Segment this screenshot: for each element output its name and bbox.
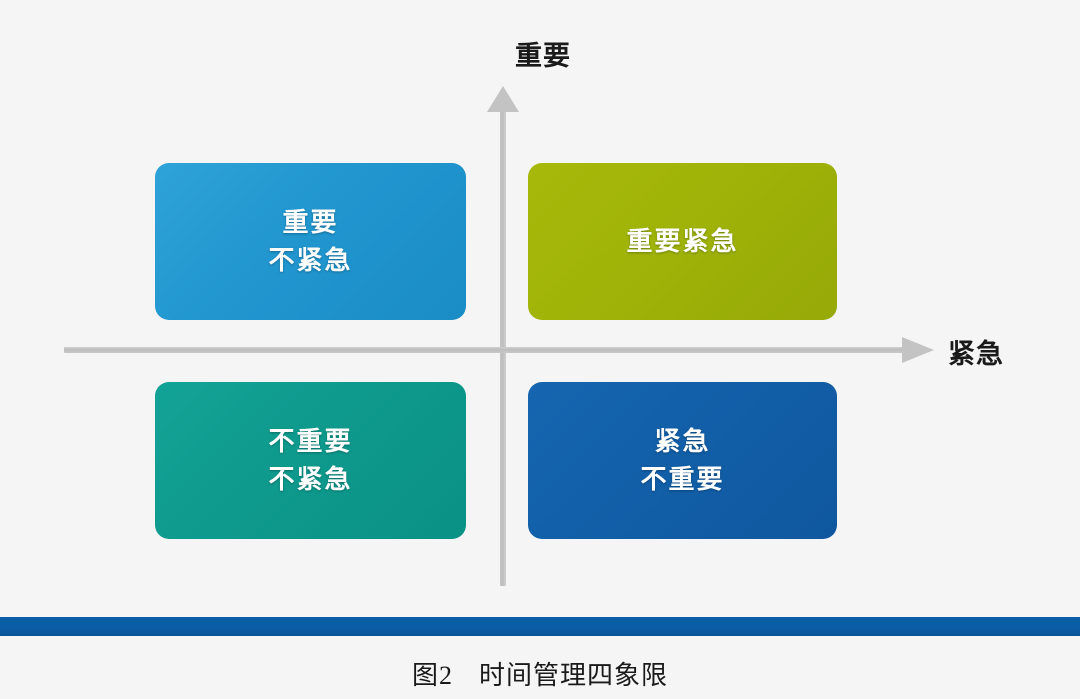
quadrant-label-line2: 不重要 [640,463,725,494]
vertical-axis-arrow-icon [487,86,519,112]
figure-caption: 图2 时间管理四象限 [0,655,1080,692]
quadrant-not-important-not-urgent[interactable]: 不重要 不紧急 [155,382,477,545]
quadrant-label-line1: 不重要 [268,425,353,456]
quadrant-label-line1: 重要紧急 [626,225,739,256]
footer-accent-bar [0,617,1080,636]
quadrant-label-line1: 重要 [282,206,339,237]
horizontal-axis-arrow-icon [902,337,934,363]
quadrant-important-urgent[interactable]: 重要紧急 [528,163,848,326]
quadrant-label-line2: 不紧急 [268,463,353,494]
quadrant-label-line2: 不紧急 [268,244,353,275]
figure-caption-number: 图2 [411,661,453,690]
vertical-axis-line [500,105,506,586]
quadrant-important-not-urgent[interactable]: 重要 不紧急 [155,163,477,326]
figure-caption-title: 时间管理四象限 [479,661,669,690]
horizontal-axis-label: 紧急 [948,339,1004,369]
quadrant-urgent-not-important[interactable]: 紧急 不重要 [528,382,848,545]
vertical-axis-label: 重要 [515,41,571,71]
horizontal-axis-line [64,347,904,353]
quadrant-label-line1: 紧急 [654,425,711,456]
